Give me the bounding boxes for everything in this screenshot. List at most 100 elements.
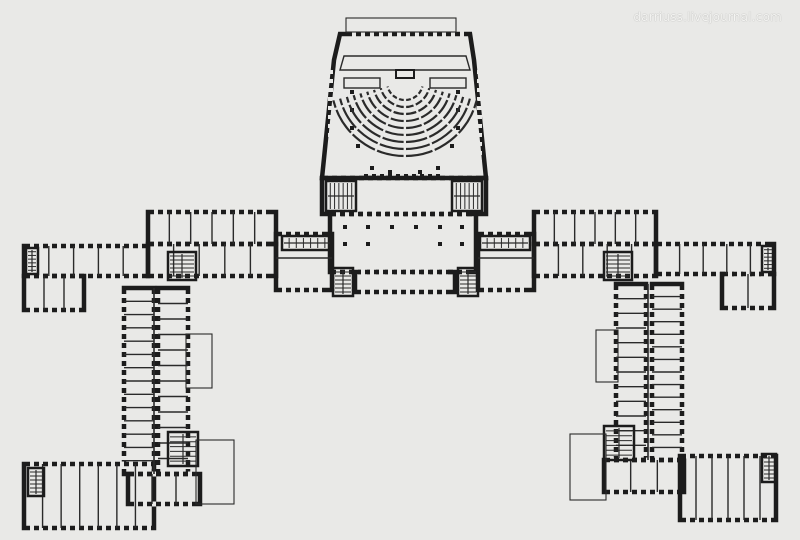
window	[309, 231, 313, 237]
window	[39, 525, 43, 531]
window	[328, 160, 333, 164]
window	[155, 375, 161, 379]
window	[352, 31, 356, 37]
window	[594, 241, 598, 247]
window	[613, 290, 619, 294]
window	[397, 289, 401, 295]
window	[613, 317, 619, 321]
window	[613, 389, 619, 393]
window	[662, 241, 666, 247]
window	[477, 79, 482, 83]
window	[226, 241, 230, 247]
window	[163, 241, 167, 247]
window	[155, 321, 161, 325]
stair-frame	[602, 424, 636, 462]
window	[120, 461, 124, 467]
window	[704, 453, 708, 459]
window	[649, 344, 655, 348]
window	[444, 211, 448, 217]
main-lobby	[327, 211, 479, 275]
window	[639, 209, 643, 215]
window	[451, 31, 455, 37]
seating-aisle	[374, 96, 400, 153]
window	[648, 209, 652, 215]
window	[147, 461, 151, 467]
window	[336, 211, 340, 217]
window	[728, 271, 732, 277]
stair-icon	[331, 266, 355, 298]
window	[39, 243, 43, 249]
window	[576, 209, 580, 215]
column-icon	[343, 225, 347, 229]
window	[155, 357, 161, 361]
window	[646, 489, 650, 495]
window	[477, 151, 482, 155]
window	[673, 457, 677, 463]
window	[424, 289, 428, 295]
window	[567, 241, 571, 247]
window	[442, 289, 446, 295]
column-icon	[388, 170, 392, 174]
window	[639, 273, 643, 279]
stair-icon	[602, 250, 634, 282]
window	[764, 305, 768, 311]
window	[217, 241, 221, 247]
window	[643, 380, 649, 384]
window	[170, 471, 174, 477]
window	[686, 453, 690, 459]
window	[649, 416, 655, 420]
window	[172, 209, 176, 215]
window	[370, 31, 374, 37]
window	[679, 317, 685, 321]
window	[291, 231, 295, 237]
window	[722, 453, 726, 459]
column-icon	[438, 225, 442, 229]
window	[649, 371, 655, 375]
window	[743, 241, 747, 247]
window	[737, 305, 741, 311]
window	[484, 231, 488, 237]
outline-box	[195, 439, 235, 505]
window	[749, 517, 753, 523]
window	[662, 271, 666, 277]
window	[433, 269, 437, 275]
window	[48, 461, 52, 467]
window	[649, 335, 655, 339]
window	[752, 241, 756, 247]
stair-frame	[26, 466, 46, 498]
column-icon	[438, 242, 442, 246]
window	[39, 461, 43, 467]
window	[185, 420, 191, 424]
window	[639, 241, 643, 247]
window	[603, 209, 607, 215]
window	[643, 452, 649, 456]
window	[649, 362, 655, 366]
window	[328, 124, 333, 128]
window	[460, 31, 464, 37]
window	[57, 525, 61, 531]
window	[262, 273, 266, 279]
window	[155, 393, 161, 397]
window	[188, 501, 192, 507]
stair-icon	[166, 430, 200, 468]
watermark-text: darriuss.livejournal.com	[633, 10, 782, 24]
window	[155, 402, 161, 406]
window	[649, 308, 655, 312]
interior-partitions	[41, 212, 761, 528]
window	[84, 243, 88, 249]
window	[185, 375, 191, 379]
right-outer-wing	[653, 241, 777, 277]
window	[57, 273, 61, 279]
window	[426, 211, 430, 217]
window	[372, 211, 376, 217]
window	[30, 461, 34, 467]
window	[679, 416, 685, 420]
window	[155, 465, 161, 469]
window	[30, 307, 34, 313]
hall-outer-wall	[319, 31, 489, 181]
window	[643, 434, 649, 438]
assembly-hall	[319, 31, 489, 181]
window	[549, 273, 553, 279]
window	[121, 384, 127, 388]
staircases	[24, 179, 778, 498]
